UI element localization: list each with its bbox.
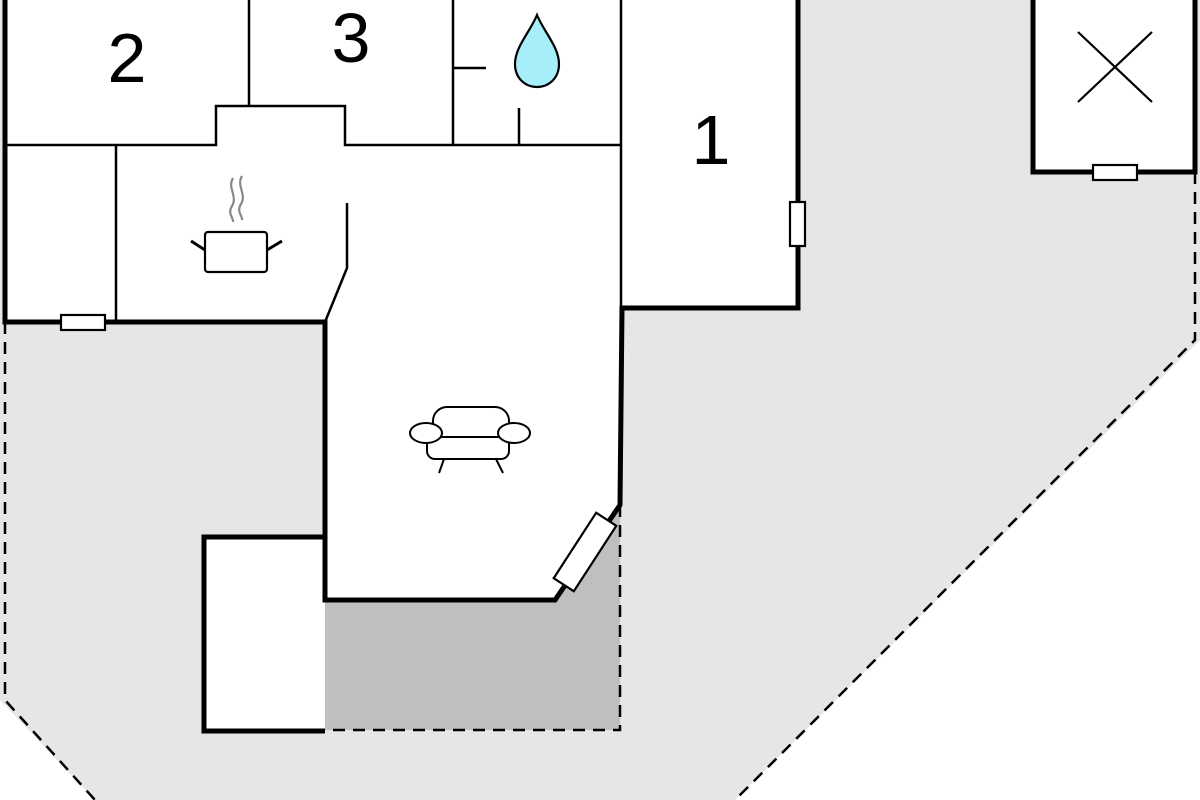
- covered-terrace-boundary: [325, 505, 622, 732]
- annex-building: [1033, 0, 1195, 172]
- wall-kitchen-divider: [323, 203, 349, 323]
- cross-icon: [1077, 31, 1153, 103]
- storage-building: [204, 537, 325, 731]
- window-annex: [1091, 163, 1139, 182]
- house-interior: [5, 0, 798, 600]
- cooking-pot-icon: [190, 175, 283, 274]
- storage-walls: [201, 534, 325, 734]
- covered-terrace: [325, 505, 620, 730]
- water-drop-icon: [513, 12, 561, 89]
- room-1-number: 1: [692, 101, 731, 179]
- armchair-icon: [409, 406, 531, 474]
- room-2-number: 2: [108, 19, 147, 97]
- terrace-boundary: [3, 322, 96, 800]
- exterior-wall: [2, 0, 801, 603]
- window-room1: [788, 200, 807, 248]
- room-3-number: 3: [332, 0, 371, 77]
- window-left: [59, 313, 107, 332]
- terrace-boundary-right: [734, 172, 1197, 800]
- wall-chimney: [5, 104, 620, 147]
- terrace-door: [552, 511, 618, 593]
